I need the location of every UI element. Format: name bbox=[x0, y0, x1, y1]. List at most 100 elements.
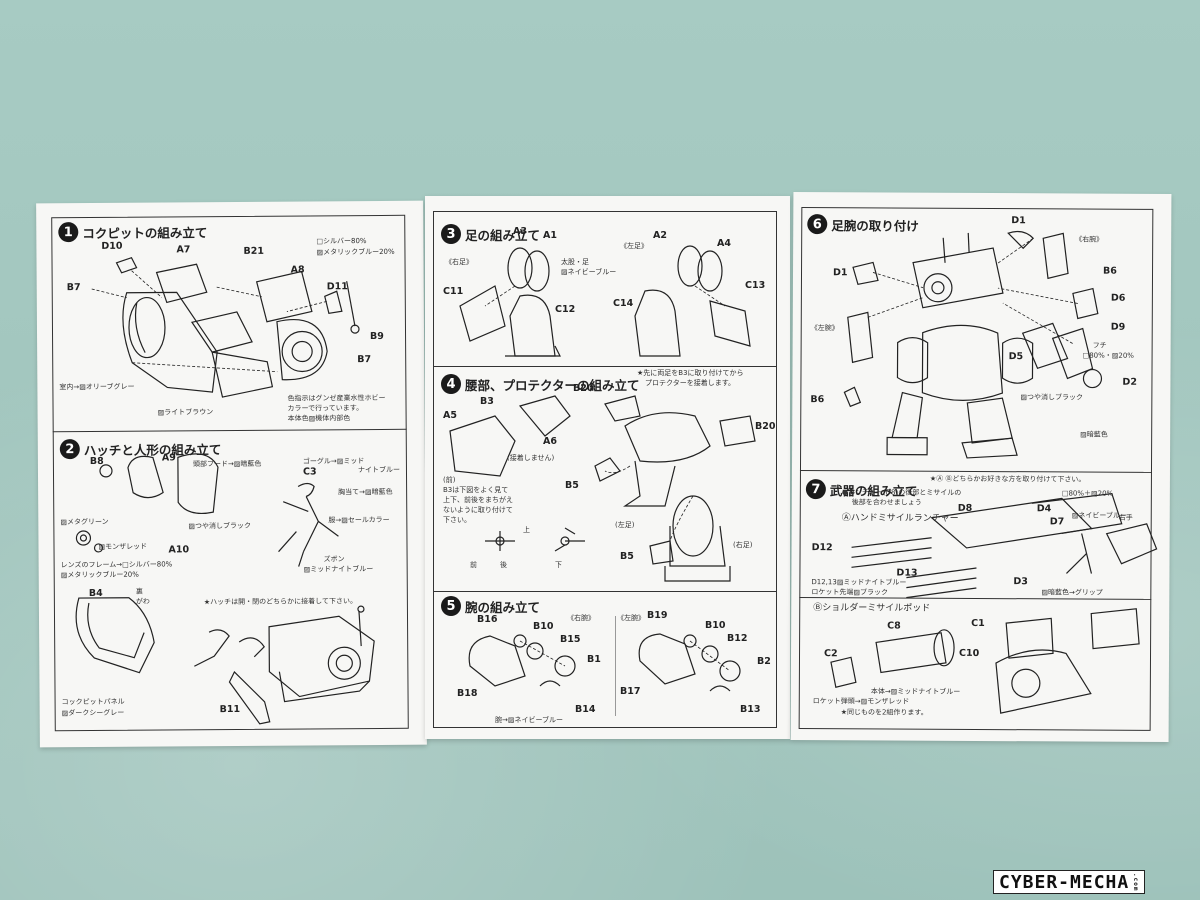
step-number: 3 bbox=[441, 224, 461, 244]
paint-note: フチ bbox=[1092, 341, 1107, 350]
paint-note: ロケット弾頭→▨モンザレッド bbox=[812, 697, 910, 706]
page-middle-frame bbox=[433, 211, 777, 728]
part-label: B1 bbox=[587, 654, 601, 665]
manual-page-middle: 3 足の組み立て 4 腰部、プロテクターの組み立て 5 腕の組み立て bbox=[425, 196, 790, 739]
paint-note: (接着しません) bbox=[507, 454, 555, 462]
part-label: A8 bbox=[290, 264, 305, 276]
cyber-mecha-watermark: CYBER-MECHA .com bbox=[993, 870, 1146, 894]
instruction-note: 上下、前後をまちがえ bbox=[443, 496, 513, 504]
paint-note: 頭部フード→▨暗藍色 bbox=[192, 459, 262, 469]
part-label: A9 bbox=[161, 452, 176, 464]
part-label: A4 bbox=[717, 238, 731, 249]
divider-step3-step4 bbox=[433, 366, 777, 367]
part-label: B21 bbox=[243, 245, 264, 257]
instruction-note: 後部を合わせましょう bbox=[851, 498, 922, 507]
watermark-text: CYBER-MECHA bbox=[999, 871, 1130, 893]
paint-note: 裏 bbox=[135, 587, 143, 596]
part-label: B7 bbox=[66, 282, 81, 294]
paint-note: ▨暗藍色→グリップ bbox=[1041, 588, 1103, 597]
paint-note: ▨ネイビーブルー bbox=[561, 268, 617, 276]
part-label: B18 bbox=[457, 688, 478, 699]
manual-page-left: 1 コクピットの組み立て 2 ハッチと人形の組み立て bbox=[36, 200, 427, 748]
part-label: B6 bbox=[810, 394, 825, 406]
paint-note: ▨暗藍色 bbox=[1080, 430, 1108, 439]
paint-note: (前) bbox=[443, 476, 456, 484]
part-label: B5 bbox=[565, 480, 579, 491]
paint-note: 《右腕》 bbox=[1075, 235, 1104, 244]
part-label: B14 bbox=[575, 704, 596, 715]
part-label: D13 bbox=[896, 567, 918, 579]
paint-note: ロケット先端▨ブラック bbox=[811, 588, 888, 597]
part-label: D3 bbox=[1013, 576, 1028, 588]
cockpit-illustration bbox=[75, 256, 375, 725]
part-label: D1 bbox=[832, 267, 848, 279]
instruction-note: プロテクターを接着します。 bbox=[645, 379, 736, 387]
part-label: B6 bbox=[1102, 265, 1117, 277]
legs-arms-illustration bbox=[449, 245, 756, 692]
paint-note: 本体色▨機体内部色 bbox=[287, 414, 351, 423]
part-label: B20 bbox=[755, 421, 776, 432]
part-label: A10 bbox=[168, 544, 190, 556]
paint-note: D12,13▨ミッドナイトブルー bbox=[811, 578, 907, 587]
part-label: B16 bbox=[477, 614, 498, 625]
part-label: B2 bbox=[757, 656, 771, 667]
paint-note: □80%＋▨20% bbox=[1061, 489, 1114, 498]
paint-note: 《左腕》 bbox=[617, 614, 645, 622]
divider-arms bbox=[615, 616, 616, 716]
part-label: A7 bbox=[176, 244, 191, 256]
part-label: B11 bbox=[219, 703, 241, 716]
direction-label: 下 bbox=[555, 561, 562, 569]
part-label: D4 bbox=[1036, 503, 1052, 515]
part-label: C1 bbox=[971, 617, 985, 630]
part-label: A2 bbox=[653, 230, 667, 241]
instruction-note: ないように取り付けて bbox=[443, 506, 513, 514]
part-label: B9 bbox=[370, 330, 384, 343]
part-label: B10 bbox=[533, 621, 554, 632]
paint-note: 《右腕》 bbox=[567, 614, 595, 622]
paint-note: がわ bbox=[135, 597, 150, 606]
paint-note: 腕→▨ネイビーブルー bbox=[495, 716, 564, 724]
paint-note: □80%・▨20% bbox=[1082, 351, 1134, 360]
part-label: B13 bbox=[740, 704, 761, 715]
step-4-heading: 4 腰部、プロテクターの組み立て bbox=[441, 374, 640, 394]
part-label: C10 bbox=[958, 647, 980, 659]
step-title: 足の組み立て bbox=[465, 227, 541, 243]
part-label: C14 bbox=[613, 298, 634, 309]
paint-note: レンズのフレーム→□シルバー80% bbox=[60, 560, 173, 570]
part-label: B3 bbox=[480, 396, 494, 407]
part-label: B7 bbox=[357, 354, 372, 366]
paint-note: 《右足》 bbox=[445, 258, 473, 266]
paint-note: 《左足》 bbox=[620, 242, 648, 250]
direction-label: 後 bbox=[500, 561, 507, 569]
part-label: D5 bbox=[1008, 351, 1024, 363]
part-label: B5 bbox=[620, 551, 634, 562]
robot-weapons-illustration bbox=[830, 230, 1158, 714]
paint-note: ▨メタリックブルー20% bbox=[60, 570, 139, 580]
paint-note: (右足) bbox=[733, 541, 753, 549]
watermark-suffix: .com bbox=[1132, 872, 1140, 892]
section-label: Ⓑショルダーミサイルポッド bbox=[813, 603, 931, 614]
paint-note: 本体→▨ミッドナイトブルー bbox=[870, 687, 961, 696]
paint-note: コックピットパネル bbox=[61, 697, 125, 707]
paint-note: ズボン bbox=[323, 555, 345, 564]
paint-note: 胸当て→▨暗藍色 bbox=[338, 487, 393, 497]
part-label: B4 bbox=[88, 587, 103, 599]
paint-note: (左足) bbox=[615, 521, 635, 529]
step-title: 腕の組み立て bbox=[465, 599, 541, 615]
part-label: D12 bbox=[811, 542, 833, 554]
paint-note: □シルバー80% bbox=[316, 237, 367, 246]
paint-note: ▨モンザレッド bbox=[98, 542, 148, 551]
instruction-note: B3は下図をよく見て bbox=[443, 486, 509, 494]
part-label: A5 bbox=[443, 410, 457, 421]
instruction-note: ★Ⓐ Ⓑどちらかお好きな方を取り付けて下さい。 bbox=[929, 474, 1086, 484]
paint-note: ▨ダークシーグレー bbox=[61, 708, 125, 718]
part-label: D9 bbox=[1110, 321, 1126, 333]
part-label: C13 bbox=[745, 280, 766, 291]
manual-page-right: 6 足腕の取り付け 7 武器の組み立て bbox=[790, 192, 1172, 742]
paint-note: ▨ミッドナイトブルー bbox=[303, 565, 374, 574]
part-label: B10 bbox=[705, 620, 726, 631]
step-title: 腰部、プロテクターの組み立て bbox=[465, 377, 640, 393]
paint-note: ▨つや消しブラック bbox=[188, 521, 252, 531]
part-label: B20 bbox=[573, 383, 594, 394]
direction-label: 前 bbox=[470, 561, 477, 569]
